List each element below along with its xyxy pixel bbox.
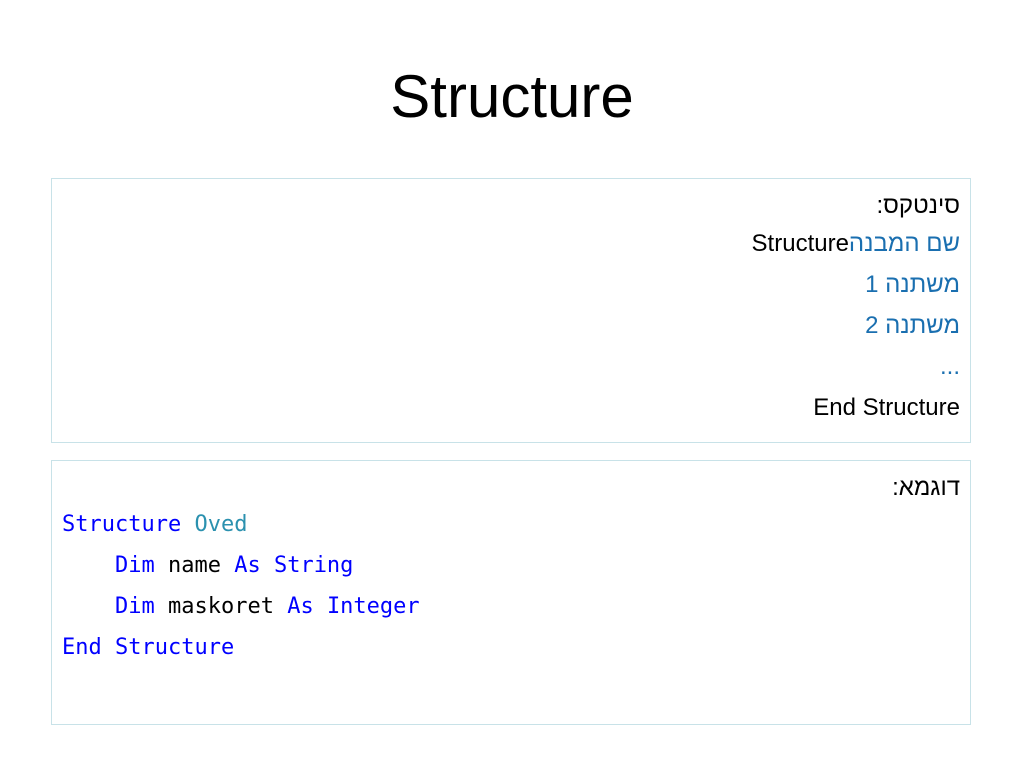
- code-indent: [62, 594, 115, 619]
- code-keyword-as-string: As String: [234, 553, 354, 578]
- syntax-structure-name: שם המבנה: [848, 230, 960, 257]
- code-keyword-as-integer: As Integer: [287, 594, 420, 619]
- code-line-4: End Structure: [62, 633, 234, 663]
- code-keyword-dim: Dim: [114, 594, 155, 619]
- code-keyword-dim: Dim: [114, 553, 155, 578]
- syntax-variable-1: משתנה 1: [865, 271, 960, 298]
- code-identifier-name: name: [167, 553, 221, 578]
- example-box: דוגמא: Structure Oved Dim name As String…: [51, 460, 971, 725]
- slide-title: Structure: [390, 63, 634, 130]
- code-line-1: Structure Oved: [62, 510, 247, 540]
- code-identifier-maskoret: maskoret: [167, 594, 274, 619]
- code-keyword-end-structure: End Structure: [62, 635, 235, 660]
- code-line-3: Dim maskoret As Integer: [62, 592, 420, 622]
- syntax-heading: סינטקס:: [876, 192, 960, 219]
- syntax-box: סינטקס: שם המבנהStructure משתנה 1 משתנה …: [51, 178, 971, 443]
- syntax-ellipsis: ...: [939, 353, 960, 380]
- example-heading: דוגמא:: [892, 474, 960, 501]
- syntax-structure-line: שם המבנהStructure: [752, 229, 960, 259]
- syntax-end-structure: End Structure: [813, 394, 960, 421]
- syntax-structure-keyword: Structure: [751, 230, 849, 257]
- code-line-2: Dim name As String: [62, 551, 353, 581]
- syntax-variable-2: משתנה 2: [865, 312, 960, 339]
- code-indent: [62, 553, 115, 578]
- code-type-oved: Oved: [194, 512, 248, 537]
- code-keyword-structure: Structure: [62, 512, 182, 537]
